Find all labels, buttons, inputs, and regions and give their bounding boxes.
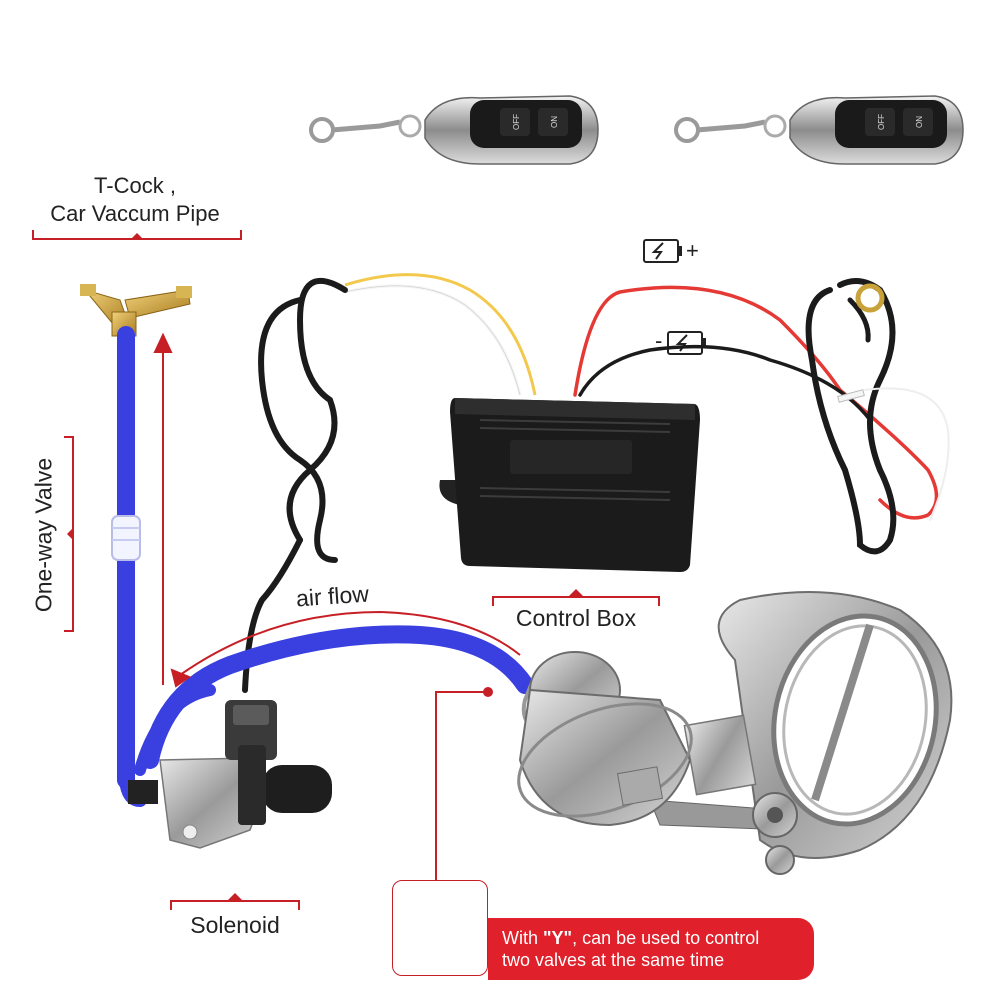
- vacuum-actuator: [517, 651, 693, 827]
- callout-line1-emphasis: "Y": [543, 928, 573, 948]
- tcock-label-line2: Car Vaccum Pipe: [50, 201, 220, 226]
- control-box: [439, 398, 700, 572]
- one-way-valve-bracket-pointer: [67, 527, 74, 541]
- battery-positive-icon: [643, 239, 682, 263]
- solenoid-label: Solenoid: [190, 912, 280, 938]
- tcock-label-line1: T-Cock ,: [94, 173, 176, 198]
- y-fitting-callout-banner: With "Y", can be used to control two val…: [488, 918, 814, 980]
- solenoid-valve: [128, 700, 332, 849]
- solenoid-bracket-pointer: [228, 893, 242, 900]
- one-way-valve-bracket: [64, 436, 74, 632]
- blue-vacuum-hose: [117, 326, 534, 807]
- control-box-bracket: [492, 589, 660, 606]
- one-way-valve-label: One-way Valve: [30, 457, 57, 613]
- battery-positive-label: +: [686, 238, 699, 263]
- remote-control-2: OFF ON: [674, 95, 964, 165]
- control-box-bracket-pointer: [569, 589, 583, 596]
- callout-line1-suffix: , can be used to control: [572, 928, 760, 948]
- signal-wires: [344, 273, 537, 396]
- remote-control-1: OFF ON: [309, 95, 599, 165]
- tcock-bracket: [32, 230, 242, 240]
- tcock-bracket-pointer: [130, 233, 144, 240]
- callout-line1: With "Y", can be used to control: [502, 927, 804, 949]
- callout-line1-prefix: With: [502, 928, 544, 948]
- remote-1-on-text: ON: [550, 116, 559, 128]
- flow-arrows: [153, 332, 521, 885]
- tcock-label: T-Cock , Car Vaccum Pipe: [30, 172, 240, 228]
- power-wires: [573, 278, 950, 555]
- battery-negative-icon: [667, 331, 706, 355]
- callout-line2: two valves at the same time: [502, 950, 725, 970]
- remote-2-on-text: ON: [915, 116, 924, 128]
- exhaust-cutout-valve: [649, 591, 953, 875]
- control-box-label: Control Box: [515, 605, 637, 631]
- y-fitting-callout-frame: [392, 880, 488, 976]
- black-cable-left: [242, 277, 348, 693]
- y-fitting-tcock: [80, 284, 192, 337]
- remote-2-off-text: OFF: [877, 114, 886, 130]
- remote-1-off-text: OFF: [512, 114, 521, 130]
- one-way-valve-part: [111, 515, 141, 561]
- solenoid-bracket: [170, 893, 300, 910]
- air-flow-label: air flow: [295, 580, 370, 612]
- battery-negative-label: -: [655, 328, 663, 353]
